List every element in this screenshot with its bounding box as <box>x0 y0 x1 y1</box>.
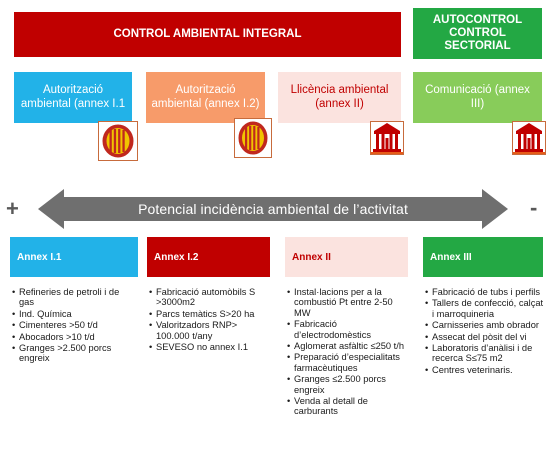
list-item: Valoritzadors RNP> 100.000 t/any <box>149 320 267 341</box>
regime-label: Autorització ambiental (annex I.1 <box>20 84 126 110</box>
annex-title: Annex III <box>430 251 472 263</box>
list-item: Abocadors >10 t/d <box>12 332 134 343</box>
list-item: Cimenteres >50 t/d <box>12 320 134 331</box>
list-item: Instal·lacions per a la combustió Pt ent… <box>287 287 405 318</box>
list-item: Fabricació de tubs i perfils <box>425 287 545 298</box>
header-autocontrol-sectorial: AUTOCONTROL CONTROL SECTORIAL <box>413 8 542 59</box>
catalan-seal-icon <box>98 121 138 161</box>
list-item: Assecat del pòsit del vi <box>425 332 545 343</box>
header-control-ambiental-integral: CONTROL AMBIENTAL INTEGRAL <box>14 12 401 57</box>
regime-autoritzacio-annex-i1: Autorització ambiental (annex I.1 <box>14 72 132 123</box>
town-hall-icon <box>370 121 404 155</box>
annex-iii-list: Fabricació de tubs i perfils Tallers de … <box>425 287 545 376</box>
annex-header-i1: Annex I.1 <box>10 237 138 277</box>
list-item: Ind. Química <box>12 309 134 320</box>
annex-header-iii: Annex III <box>423 237 543 277</box>
plus-sign: + <box>6 196 19 221</box>
arrow-label: Potencial incidència ambiental de l’acti… <box>138 201 408 217</box>
catalan-seal-icon <box>234 118 272 158</box>
list-item: Granges ≤2.500 porcs engreix <box>287 374 405 395</box>
list-item: Granges >2.500 porcs engreix <box>12 343 134 364</box>
regime-label: Llicència ambiental (annex II) <box>290 84 389 110</box>
annex-header-i2: Annex I.2 <box>147 237 270 277</box>
header-integral-label: CONTROL AMBIENTAL INTEGRAL <box>113 28 302 41</box>
regime-comunicacio: Comunicació (annex III) <box>413 72 542 123</box>
list-item: Centres veterinaris. <box>425 365 545 376</box>
minus-sign: - <box>530 195 538 220</box>
annex-i2-list: Fabricació automòbils S >3000m2 Parcs te… <box>149 287 267 353</box>
list-item: Fabricació automòbils S >3000m2 <box>149 287 267 308</box>
incidence-arrow: Potencial incidència ambiental de l’acti… <box>38 189 508 229</box>
annex-header-ii: Annex II <box>285 237 408 277</box>
list-item: SEVESO no annex I.1 <box>149 342 267 353</box>
header-sectorial-label: AUTOCONTROL CONTROL SECTORIAL <box>432 14 523 52</box>
regime-llicencia-ambiental: Llicència ambiental (annex II) <box>278 72 401 123</box>
regime-autoritzacio-annex-i2: Autorització ambiental (annex I.2) <box>146 72 265 123</box>
list-item: Laboratoris d’anàlisi i de recerca S≤75 … <box>425 343 545 364</box>
regime-label: Comunicació (annex III) <box>425 84 530 110</box>
list-item: Aglomerat asfàltic ≤250 t/h <box>287 341 405 352</box>
list-item: Refineries de petroli i de gas <box>12 287 134 308</box>
annex-i1-list: Refineries de petroli i de gas Ind. Quím… <box>12 287 134 365</box>
annex-title: Annex I.1 <box>17 251 62 263</box>
annex-title: Annex I.2 <box>154 251 199 263</box>
list-item: Tallers de confecció, calçat i marroquin… <box>425 298 545 319</box>
list-item: Fabricació d’electrodomèstics <box>287 319 405 340</box>
list-item: Parcs temàtics S>20 ha <box>149 309 267 320</box>
list-item: Venda al detall de carburants <box>287 396 405 417</box>
list-item: Preparació d’especialitats farmacèutique… <box>287 352 405 373</box>
list-item: Carnisseries amb obrador <box>425 320 545 331</box>
annex-title: Annex II <box>292 251 331 263</box>
annex-ii-list: Instal·lacions per a la combustió Pt ent… <box>287 287 405 418</box>
double-arrow-icon <box>38 189 508 229</box>
regime-label: Autorització ambiental (annex I.2) <box>151 84 260 110</box>
town-hall-icon <box>512 121 546 155</box>
